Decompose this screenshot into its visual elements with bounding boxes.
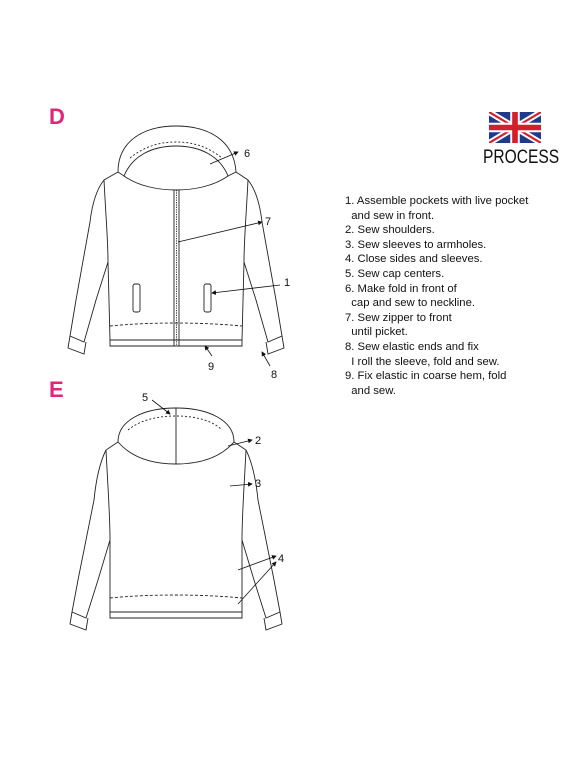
back-right-cuff bbox=[263, 611, 283, 631]
hood-stitch bbox=[129, 141, 223, 159]
hood-back-stitch bbox=[127, 415, 223, 431]
instruction-list: 1. Assemble pockets with live pocket and… bbox=[345, 194, 560, 398]
back-hem-gather bbox=[109, 594, 243, 599]
callout-2: 2 bbox=[255, 435, 261, 447]
step-line: and sew. bbox=[345, 384, 396, 397]
callout-leader-4b bbox=[237, 561, 277, 605]
callout-3: 3 bbox=[255, 478, 261, 490]
callout-8: 8 bbox=[271, 369, 277, 381]
front-jacket-drawing bbox=[67, 125, 285, 355]
callout-leader-9 bbox=[204, 345, 213, 357]
callout-9: 9 bbox=[208, 361, 214, 373]
hood-opening bbox=[123, 175, 229, 191]
hood-back bbox=[117, 407, 235, 465]
step-line: 9. Fix elastic in coarse hem, fold bbox=[345, 370, 507, 383]
step-line: 5. Sew cap centers. bbox=[345, 267, 445, 280]
back-body-outline bbox=[71, 441, 281, 619]
back-left-armhole bbox=[105, 449, 111, 541]
front-callouts bbox=[177, 151, 281, 367]
section-label-back: E bbox=[49, 377, 64, 402]
uk-flag-icon bbox=[489, 112, 541, 143]
step-line: 1. Assemble pockets with live pocket bbox=[345, 195, 529, 207]
back-left-cuff bbox=[69, 611, 89, 631]
callout-leader-5 bbox=[151, 399, 171, 415]
left-armhole-seam bbox=[103, 179, 109, 263]
back-jacket-drawing bbox=[69, 407, 283, 631]
callout-leader-2 bbox=[227, 438, 253, 447]
step-line: 4. Close sides and sleeves. bbox=[345, 253, 483, 266]
callout-leader-3 bbox=[229, 481, 253, 487]
callout-5: 5 bbox=[142, 392, 148, 404]
hem-gather bbox=[109, 322, 243, 327]
step-line: cap and sew to neckline. bbox=[345, 297, 475, 310]
left-cuff bbox=[67, 335, 87, 355]
hood-outline bbox=[117, 125, 237, 177]
back-right-armhole bbox=[241, 449, 247, 541]
callout-leader-6 bbox=[209, 151, 239, 165]
step-line: until picket. bbox=[345, 326, 408, 339]
callout-leader-1 bbox=[211, 284, 281, 295]
callout-leader-7 bbox=[177, 220, 263, 243]
callout-leader-8 bbox=[261, 351, 271, 367]
body-outline bbox=[69, 171, 283, 343]
right-pocket bbox=[203, 283, 212, 313]
step-line: 7. Sew zipper to front bbox=[345, 311, 452, 324]
step-line: 3. Sew sleeves to armholes. bbox=[345, 238, 487, 251]
back-hem-band bbox=[109, 612, 243, 619]
callout-7: 7 bbox=[265, 216, 271, 228]
zipper-tape bbox=[173, 190, 180, 346]
hem-band bbox=[109, 340, 243, 347]
callout-leader-4a bbox=[237, 555, 277, 571]
step-line: 8. Sew elastic ends and fix bbox=[345, 340, 479, 353]
callout-6: 6 bbox=[244, 148, 250, 160]
left-pocket bbox=[132, 283, 141, 313]
process-title: PROCESS bbox=[483, 147, 560, 168]
callout-1: 1 bbox=[284, 277, 290, 289]
step-line: 2. Sew shoulders. bbox=[345, 224, 435, 237]
callout-4: 4 bbox=[278, 553, 284, 565]
section-label-front: D bbox=[49, 104, 65, 129]
right-armhole-seam bbox=[243, 179, 249, 263]
step-line: I roll the sleeve, fold and sew. bbox=[345, 355, 500, 368]
back-callouts bbox=[151, 399, 277, 605]
step-line: 6. Make fold in front of bbox=[345, 282, 457, 295]
step-line: and sew in front. bbox=[345, 209, 435, 222]
right-cuff bbox=[265, 335, 285, 355]
